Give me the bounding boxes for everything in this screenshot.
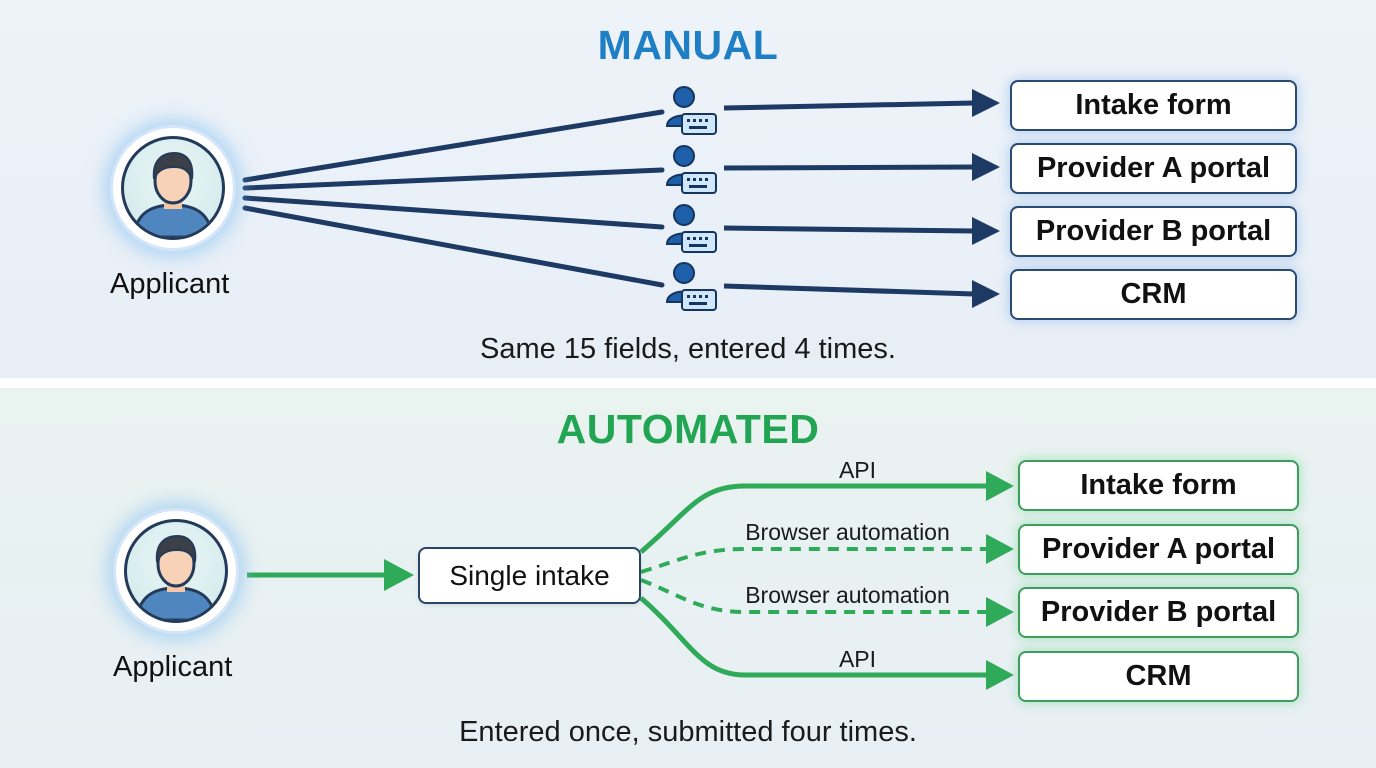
auto-route-arrowhead-1 (986, 471, 1014, 501)
manual-arrowhead-1 (972, 89, 1000, 117)
manual-arrow-line-4 (723, 283, 975, 297)
person-at-keyboard-icon (665, 204, 717, 253)
manual-fan-line-4 (242, 205, 665, 288)
auto-input-arrowhead (384, 559, 414, 591)
applicant-label: Applicant (113, 651, 233, 683)
single-intake-box: Single intake (418, 547, 641, 604)
manual-caption: Same 15 fields, entered 4 times. (480, 333, 896, 365)
manual-fan-line-2 (242, 167, 665, 191)
route-label-api: API (838, 646, 877, 672)
auto-target-provider-b: Provider B portal (1018, 587, 1299, 638)
person-avatar-icon (132, 151, 214, 237)
manual-arrowhead-4 (972, 280, 1000, 308)
person-at-keyboard-icon (665, 262, 717, 311)
automated-title: AUTOMATED (556, 406, 820, 452)
manual-target-provider-a: Provider A portal (1010, 143, 1297, 194)
applicant-label: Applicant (110, 268, 230, 300)
automated-caption: Entered once, submitted four times. (459, 716, 917, 748)
auto-route-api-bottom (639, 596, 988, 678)
auto-route-browser-b (640, 578, 988, 614)
applicant-avatar (113, 508, 239, 634)
manual-arrowhead-2 (972, 153, 1000, 181)
manual-fan-line-3 (242, 195, 665, 230)
applicant-avatar (110, 125, 236, 251)
auto-route-arrowhead-4 (986, 660, 1014, 690)
manual-arrowhead-3 (972, 217, 1000, 245)
route-label-browser-automation: Browser automation (745, 519, 950, 545)
manual-target-crm: CRM (1010, 269, 1297, 320)
manual-target-intake-form: Intake form (1010, 80, 1297, 131)
auto-target-provider-a: Provider A portal (1018, 524, 1299, 575)
auto-target-intake-form: Intake form (1018, 460, 1299, 511)
auto-route-browser-a (640, 547, 988, 574)
manual-target-provider-b: Provider B portal (1010, 206, 1297, 257)
person-at-keyboard-icon (665, 86, 717, 135)
manual-fan-line-1 (242, 109, 665, 183)
manual-arrow-line-2 (723, 164, 975, 171)
route-label-api: API (838, 457, 877, 483)
auto-route-arrowhead-3 (986, 597, 1014, 627)
person-avatar-icon (135, 534, 217, 620)
route-label-browser-automation: Browser automation (745, 582, 950, 608)
manual-arrow-line-1 (723, 100, 975, 111)
manual-title: MANUAL (597, 22, 779, 68)
manual-arrow-line-3 (723, 225, 975, 234)
auto-route-api-top (639, 483, 988, 554)
person-at-keyboard-icon (665, 145, 717, 194)
auto-route-arrowhead-2 (986, 534, 1014, 564)
auto-target-crm: CRM (1018, 651, 1299, 702)
